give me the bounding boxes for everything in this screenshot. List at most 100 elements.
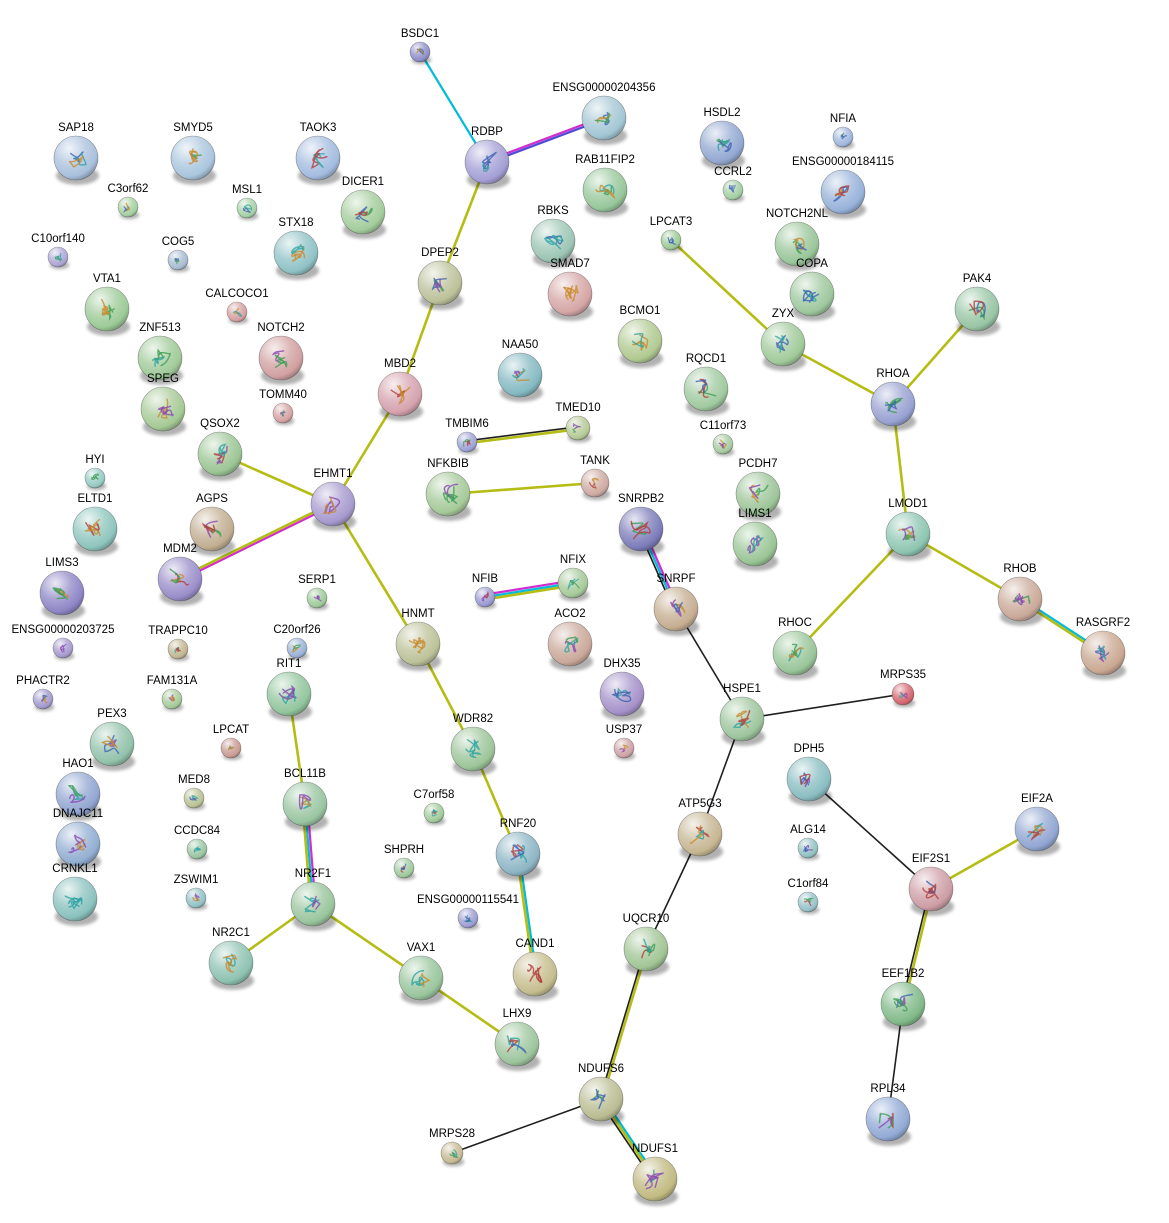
node-C1orf84[interactable] bbox=[797, 891, 820, 915]
node-ENSG00000204356[interactable] bbox=[581, 95, 628, 145]
node-NOTCH2NL[interactable] bbox=[774, 221, 821, 271]
node-PCDH7[interactable] bbox=[735, 471, 782, 521]
edge-HSPE1-MRPS35[interactable] bbox=[741, 693, 904, 720]
node-RPL34[interactable] bbox=[865, 1096, 912, 1146]
node-HNMT[interactable] bbox=[395, 621, 442, 671]
node-HSPE1[interactable] bbox=[719, 696, 766, 746]
node-RASGRF2[interactable] bbox=[1080, 630, 1127, 680]
node-QSOX2[interactable] bbox=[197, 431, 244, 481]
node-LHX9[interactable] bbox=[494, 1021, 541, 1071]
node-SMAD7[interactable] bbox=[547, 271, 594, 321]
node-TANK[interactable] bbox=[580, 468, 611, 501]
node-CALCOCO1[interactable] bbox=[226, 301, 249, 325]
node-RDBP[interactable] bbox=[464, 139, 511, 189]
node-STX18[interactable] bbox=[273, 230, 320, 280]
node-SNRPB2[interactable] bbox=[618, 506, 665, 556]
edge-EHMT1-MDM2[interactable] bbox=[178, 501, 335, 582]
node-COG5[interactable] bbox=[167, 249, 190, 273]
node-VAX1[interactable] bbox=[398, 955, 445, 1005]
node-WDR82[interactable] bbox=[450, 726, 497, 776]
node-PHACTR2[interactable] bbox=[32, 688, 55, 712]
node-MSL1[interactable] bbox=[236, 197, 259, 221]
node-NFIA[interactable] bbox=[832, 126, 855, 150]
node-NDUFS6[interactable] bbox=[578, 1076, 625, 1126]
node-HAO1[interactable] bbox=[55, 771, 102, 821]
node-EEF1B2[interactable] bbox=[880, 981, 927, 1031]
node-RHOC[interactable] bbox=[772, 630, 819, 680]
node-FAM131A[interactable] bbox=[161, 688, 184, 712]
node-CCRL2[interactable] bbox=[722, 179, 745, 203]
node-RHOA[interactable] bbox=[870, 381, 917, 431]
node-TRAPPC10[interactable] bbox=[167, 638, 190, 662]
node-TAOK3[interactable] bbox=[295, 135, 342, 185]
node-LPCAT[interactable] bbox=[220, 737, 243, 761]
node-RQCD1[interactable] bbox=[683, 366, 730, 416]
node-LIMS1[interactable] bbox=[732, 521, 779, 571]
node-CCDC84[interactable] bbox=[186, 838, 209, 862]
edge-LPCAT3-ZYX[interactable] bbox=[669, 238, 785, 346]
node-SMYD5[interactable] bbox=[170, 135, 217, 185]
node-RIT1[interactable] bbox=[266, 671, 313, 721]
node-TOMM40[interactable] bbox=[272, 402, 295, 426]
node-TMBIM6[interactable] bbox=[456, 431, 479, 455]
node-NR2F1[interactable] bbox=[290, 881, 337, 931]
node-C20orf26[interactable] bbox=[286, 637, 309, 661]
node-EIF2S1[interactable] bbox=[908, 866, 955, 916]
node-MED8[interactable] bbox=[183, 787, 206, 811]
node-ZYX[interactable] bbox=[760, 321, 807, 371]
node-BSDC1[interactable] bbox=[409, 41, 432, 65]
node-VTA1[interactable] bbox=[84, 286, 131, 336]
node-DPEP2[interactable] bbox=[417, 260, 464, 310]
node-C7orf58[interactable] bbox=[423, 802, 446, 826]
node-MRPS28[interactable] bbox=[440, 1141, 465, 1167]
node-ELTD1[interactable] bbox=[72, 506, 119, 556]
node-NFKBIB[interactable] bbox=[425, 471, 472, 521]
node-COPA[interactable] bbox=[789, 271, 836, 321]
node-MDM2[interactable] bbox=[157, 556, 204, 606]
node-RBKS[interactable] bbox=[530, 218, 577, 268]
node-PAK4[interactable] bbox=[954, 286, 1001, 336]
edge-NFKBIB-TANK[interactable] bbox=[446, 481, 597, 496]
node-RAB11FIP2[interactable] bbox=[582, 167, 629, 217]
node-ENSG00000115541[interactable] bbox=[457, 907, 480, 931]
node-SNRPF[interactable] bbox=[653, 586, 700, 636]
node-NR2C1[interactable] bbox=[208, 940, 255, 990]
node-NFIX[interactable] bbox=[557, 567, 590, 602]
node-HYI[interactable] bbox=[84, 467, 107, 491]
node-ATP5G3[interactable] bbox=[677, 811, 724, 861]
node-NAA50[interactable] bbox=[497, 352, 544, 402]
node-NDUFS1[interactable] bbox=[632, 1156, 679, 1206]
node-ENSG00000184115[interactable] bbox=[820, 169, 867, 219]
node-C10orf140[interactable] bbox=[47, 246, 70, 270]
node-SAP18[interactable] bbox=[53, 135, 100, 185]
node-HSDL2[interactable] bbox=[699, 120, 746, 170]
node-BCL11B[interactable] bbox=[282, 781, 329, 831]
node-LIMS3[interactable] bbox=[39, 570, 86, 620]
node-EIF2A[interactable] bbox=[1014, 806, 1061, 856]
node-AGPS[interactable] bbox=[189, 506, 236, 556]
edge-NDUFS6-MRPS28[interactable] bbox=[451, 1098, 602, 1154]
node-MRPS35[interactable] bbox=[891, 682, 916, 708]
node-ZNF513[interactable] bbox=[137, 335, 184, 385]
node-DNAJC11[interactable] bbox=[55, 821, 102, 871]
node-DPH5[interactable] bbox=[786, 756, 833, 806]
node-MBD2[interactable] bbox=[377, 371, 424, 421]
node-PEX3[interactable] bbox=[89, 721, 136, 771]
node-NOTCH2[interactable] bbox=[258, 335, 305, 385]
edge-TMBIM6-TMED10[interactable] bbox=[465, 425, 580, 445]
node-SPEG[interactable] bbox=[140, 386, 187, 436]
node-TMED10[interactable] bbox=[565, 415, 592, 443]
node-DHX35[interactable] bbox=[599, 671, 646, 721]
node-DICER1[interactable] bbox=[340, 189, 387, 239]
node-NFIB[interactable] bbox=[474, 586, 497, 610]
node-RNF20[interactable] bbox=[495, 831, 542, 881]
node-ACO2[interactable] bbox=[547, 621, 594, 671]
node-CRNKL1[interactable] bbox=[52, 876, 99, 926]
node-LPCAT3[interactable] bbox=[660, 229, 683, 253]
node-RHOB[interactable] bbox=[997, 576, 1044, 626]
node-C3orf62[interactable] bbox=[117, 196, 140, 220]
node-C11orf73[interactable] bbox=[712, 433, 735, 457]
node-SHPRH[interactable] bbox=[393, 857, 416, 881]
node-BCMO1[interactable] bbox=[617, 318, 664, 368]
